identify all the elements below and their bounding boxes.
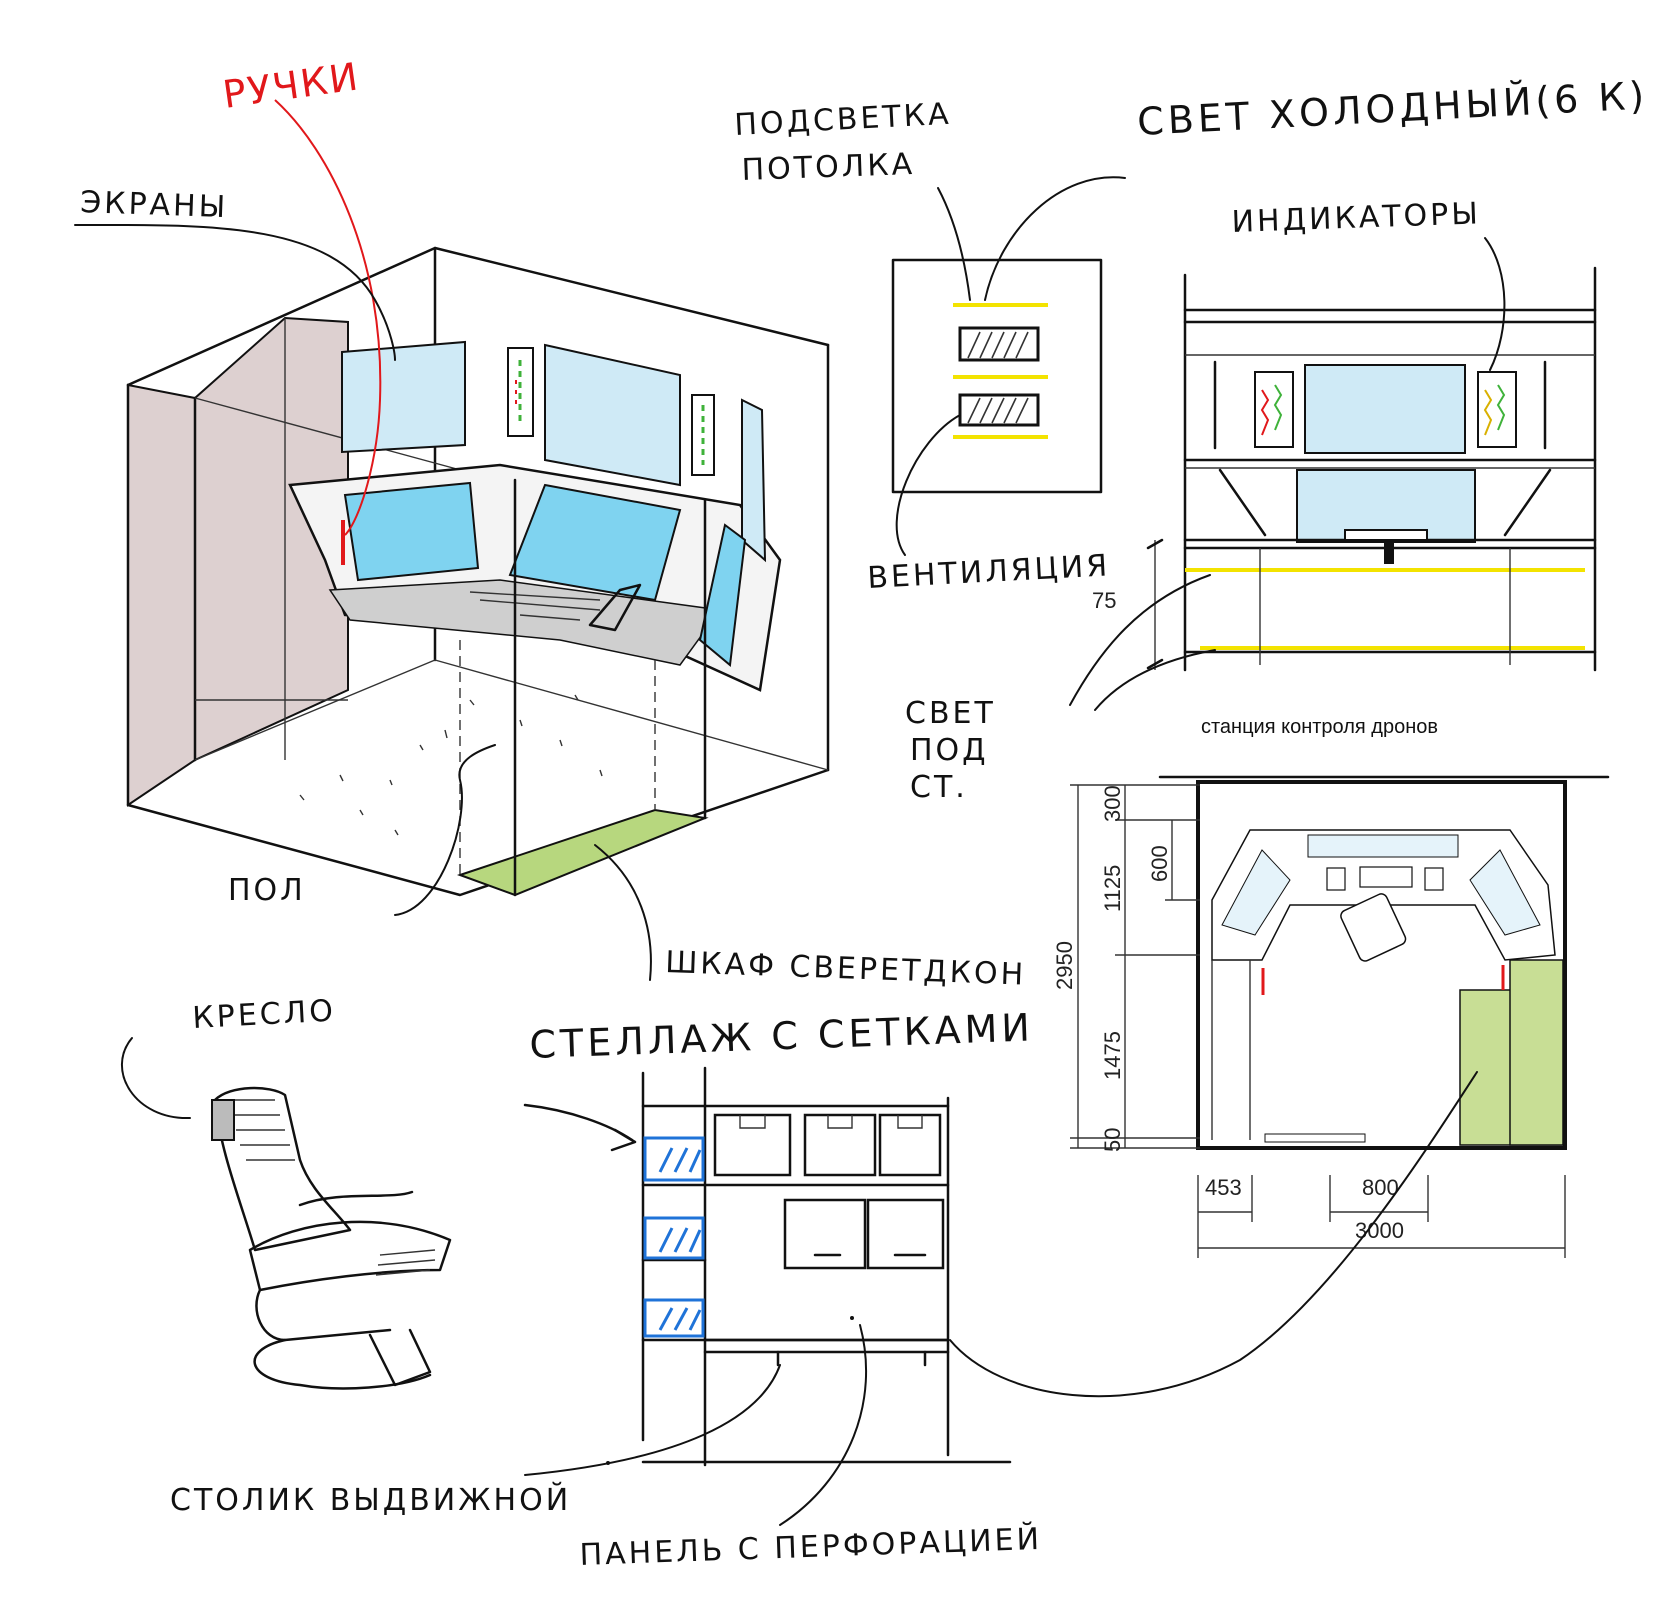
label-cold-light: СВЕТ ХОЛОДНЫЙ(6 К) (1136, 73, 1649, 144)
label-ventilation: ВЕНТИЛЯЦИЯ (867, 548, 1111, 596)
indicator-panel-right (691, 394, 715, 476)
label-ceiling-light-2: ПОТОЛКА (741, 147, 916, 188)
label-ceiling-light-1: ПОДСВЕТКА (734, 97, 953, 143)
floor-cabinet-green (456, 808, 709, 897)
label-chair: КРЕСЛО (192, 994, 337, 1036)
label-wardrobe: ШКАФ СВЕРЕТДКОН (665, 945, 1027, 993)
dim-1475: 1475 (1100, 1031, 1125, 1080)
dim-2950: 2950 (1052, 941, 1077, 990)
label-light-under-1: СВЕТ (905, 696, 996, 731)
dim-50: 50 (1100, 1128, 1125, 1152)
isometric-room-sketch (126, 246, 830, 897)
chair-sketch: КРЕСЛО (121, 994, 452, 1390)
dim-453: 453 (1205, 1175, 1242, 1200)
left-wall-panel (127, 316, 349, 807)
elevation-upper-screen (1304, 364, 1466, 454)
mesh-panel-3 (643, 1298, 705, 1338)
label-light-under-2: ПОД (910, 733, 989, 768)
elevation-dim-75: 75 (1092, 588, 1116, 613)
dim-1125: 1125 (1100, 865, 1125, 912)
label-screens: ЭКРАНЫ (80, 185, 229, 225)
console-desk-surface (328, 579, 722, 666)
upper-screen-left (341, 340, 466, 454)
plan-chair (1340, 893, 1407, 962)
dim-300: 300 (1100, 785, 1125, 822)
elevation-indicator-right (1477, 371, 1517, 448)
dim-600: 600 (1147, 845, 1172, 882)
plan-title: станция контроля дронов (1201, 716, 1438, 738)
lower-screen-left (343, 481, 480, 582)
floor-speckles (299, 694, 603, 836)
upper-screen-center (544, 343, 681, 487)
label-handles: РУЧКИ (220, 54, 362, 117)
mesh-panel-1 (643, 1136, 705, 1182)
upper-screen-right (741, 398, 767, 563)
label-perforated-panel: ПАНЕЛЬ С ПЕРФОРАЦИЕЙ (579, 1521, 1043, 1573)
label-shelving: СТЕЛЛАЖ С СЕТКАМИ (529, 1005, 1035, 1067)
shelving-elevation: СТЕЛЛАЖ С СЕТКАМИ (170, 1005, 1043, 1573)
label-pullout-table: СТОЛИК ВЫДВИЖНОЙ (170, 1482, 571, 1518)
lower-screen-right (698, 523, 747, 667)
mesh-panel-2 (643, 1216, 705, 1260)
elevation-indicator-left (1254, 371, 1294, 448)
lower-screen-center (508, 483, 682, 602)
label-floor: ПОЛ (228, 873, 306, 908)
ceiling-detail: ПОДСВЕТКА ПОТОЛКА СВЕТ ХОЛОДНЫЙ(6 К) ВЕН… (734, 73, 1650, 596)
dim-3000: 3000 (1355, 1218, 1404, 1243)
floor-plan: станция контроля дронов 300 600 1125 295… (949, 716, 1610, 1398)
front-elevation: 75 ИНДИКАТОРЫ СВЕТ ПОД СТ. (905, 196, 1597, 805)
label-light-under-3: СТ. (910, 770, 968, 805)
label-indicators: ИНДИКАТОРЫ (1231, 196, 1481, 240)
plan-keyboard (1359, 866, 1413, 888)
